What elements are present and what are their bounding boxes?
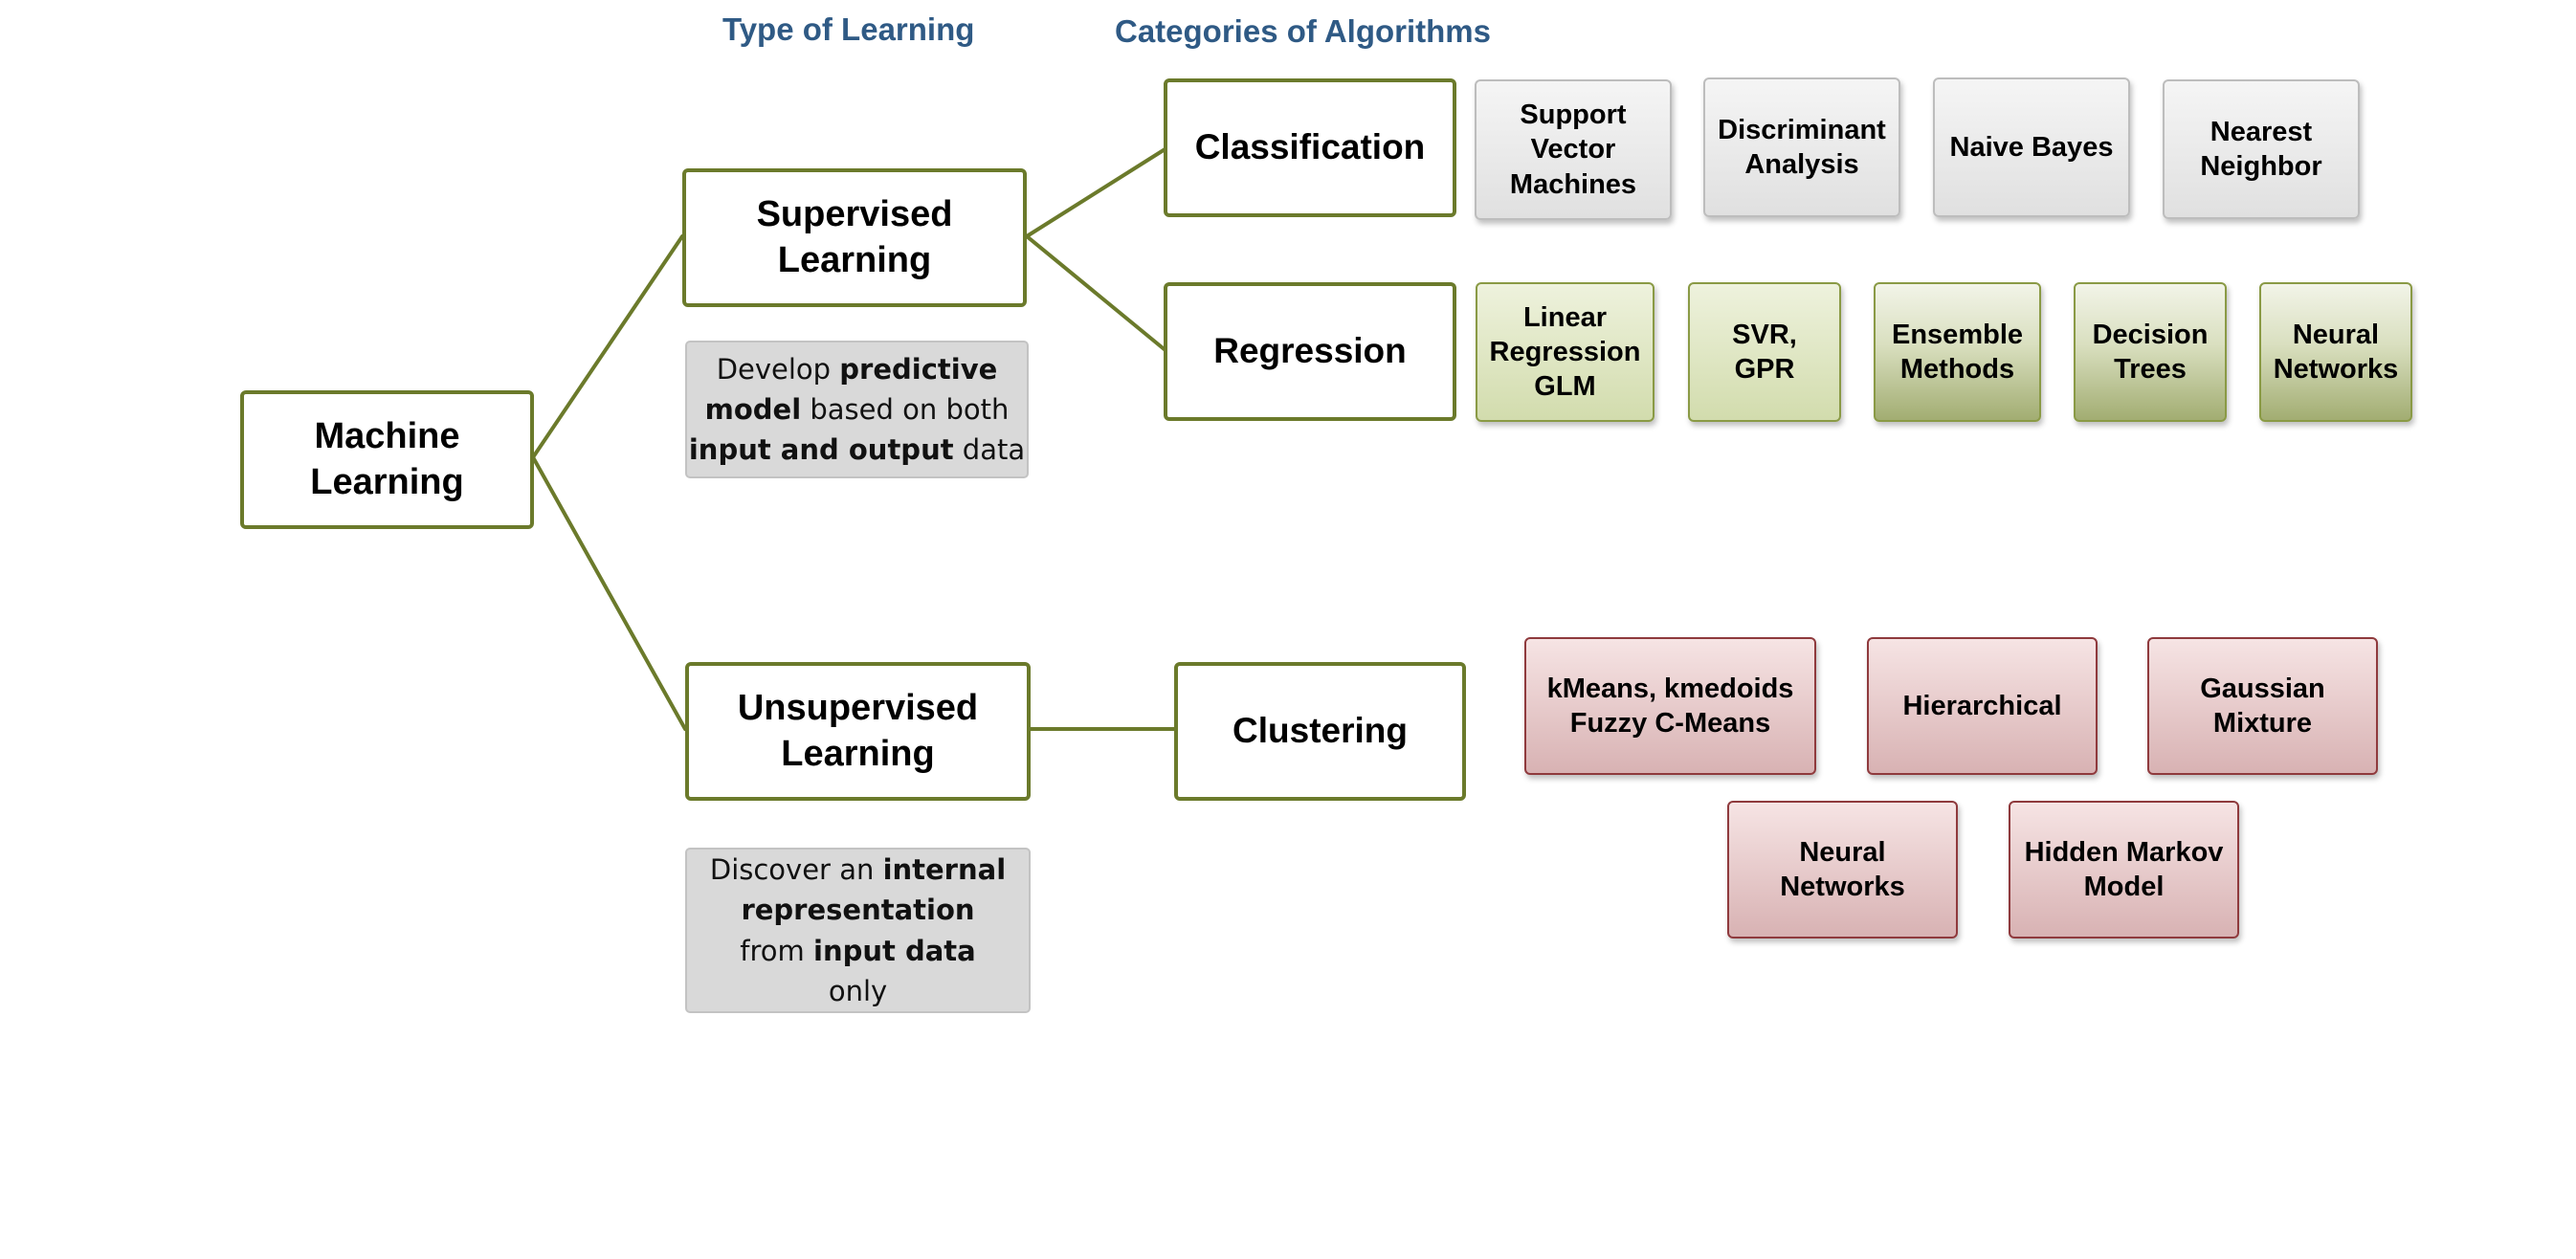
node-supervised-learning: Supervised Learning [682,168,1027,307]
node-regression: Regression [1164,282,1456,421]
supervised-description: Develop predictive model based on both i… [685,341,1029,478]
unsupervised-desc-bold-2: input data [813,934,976,967]
algo-svr-gpr: SVR, GPR [1688,282,1841,422]
supervised-desc-text-2: based on both [801,392,1010,426]
node-machine-learning-label: Machine Learning [310,416,464,502]
node-regression-label: Regression [1213,331,1407,371]
link-supervised-classification [1025,146,1168,238]
algo-nearest-neighbor: Nearest Neighbor [2163,79,2360,219]
unsupervised-desc-bold-1: internal representation [741,853,1007,927]
algo-neural-networks-regression: Neural Networks [2259,282,2412,422]
node-machine-learning: Machine Learning [240,390,534,529]
algo-kmeans-fuzzy-c-means: kMeans, kmedoids Fuzzy C-Means [1524,637,1816,775]
node-clustering-label: Clustering [1232,711,1408,751]
unsupervised-description: Discover an internal representation from… [685,848,1031,1013]
header-type-of-learning: Type of Learning [722,11,975,47]
supervised-desc-bold-2: input and output [688,433,954,467]
node-clustering: Clustering [1174,662,1466,801]
supervised-desc-text-1: Develop [716,352,840,386]
node-supervised-learning-label: Supervised Learning [756,194,953,280]
algo-ensemble-methods: Ensemble Methods [1874,282,2041,422]
algo-gaussian-mixture: Gaussian Mixture [2147,637,2378,775]
algo-decision-trees: Decision Trees [2074,282,2227,422]
algo-discriminant-analysis: Discriminant Analysis [1703,77,1900,217]
link-root-supervised [531,234,684,459]
supervised-desc-text-3: data [953,433,1026,467]
unsupervised-desc-text-1: Discover an [709,853,883,887]
unsupervised-desc-text-2: from [740,934,813,967]
algo-hierarchical: Hierarchical [1867,637,2098,775]
link-supervised-regression [1025,234,1168,353]
algo-linear-regression-glm: Linear Regression GLM [1476,282,1654,422]
node-unsupervised-learning-label: Unsupervised Learning [737,688,979,774]
algo-naive-bayes: Naive Bayes [1933,77,2130,217]
node-classification: Classification [1164,78,1456,217]
supervised-desc-bold-1: predictive model [704,352,998,426]
node-unsupervised-learning: Unsupervised Learning [685,662,1031,801]
algo-support-vector-machines: Support Vector Machines [1475,79,1672,220]
node-classification-label: Classification [1194,127,1426,167]
unsupervised-desc-text-3: only [828,974,888,1007]
header-categories-of-algorithms: Categories of Algorithms [1115,13,1491,49]
link-root-unsupervised [531,455,687,731]
algo-neural-networks-clustering: Neural Networks [1727,801,1958,939]
algo-hidden-markov-model: Hidden Markov Model [2009,801,2239,939]
